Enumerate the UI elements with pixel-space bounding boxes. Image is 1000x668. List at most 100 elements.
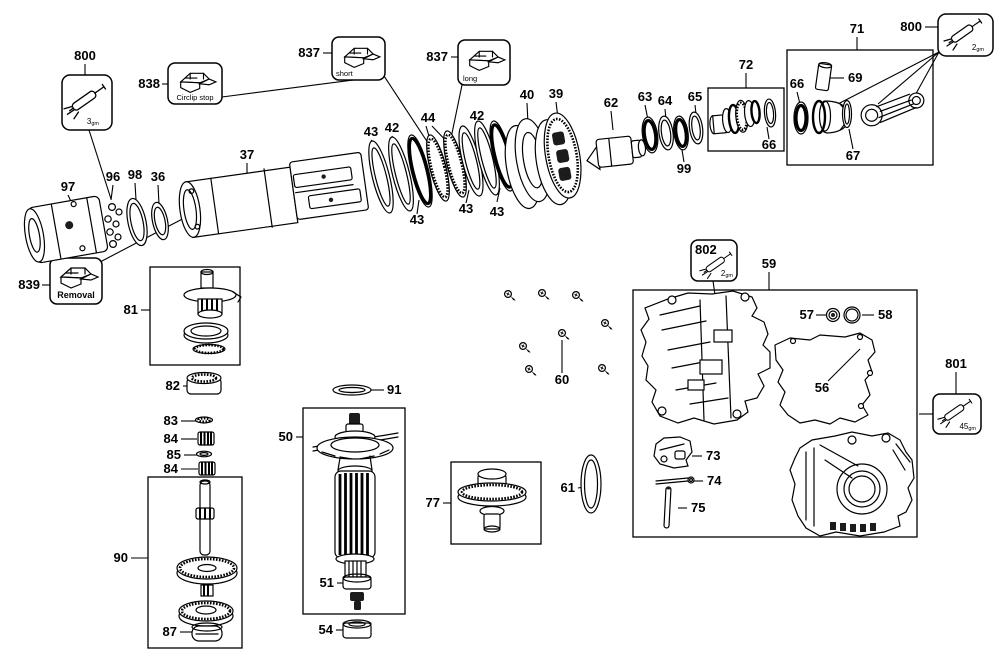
- label-40: 40: [520, 87, 534, 102]
- callout-tool-838: Circlip stop: [167, 62, 223, 105]
- part-gear-77: [457, 468, 527, 533]
- label-71: 71: [850, 21, 864, 36]
- part-chuck-sleeve-97: [23, 195, 109, 264]
- svg-text:3gm: 3gm: [87, 117, 100, 127]
- label-39: 39: [549, 86, 563, 101]
- callout-grease-802: 2gm: [690, 239, 738, 282]
- label-84b: 84: [164, 461, 179, 476]
- label-838: 838: [138, 76, 160, 91]
- part-oring-67: [841, 99, 853, 129]
- label-839: 839: [18, 277, 40, 292]
- label-77: 77: [426, 495, 440, 510]
- part-circlip-44-1: [426, 134, 450, 202]
- part-gear-housing-rear: [789, 431, 915, 537]
- part-ring-36: [151, 201, 169, 241]
- part-gasket-56: [774, 332, 876, 425]
- part-ring-42-1: [388, 136, 414, 212]
- svg-text:Removal: Removal: [57, 290, 95, 300]
- part-bearing-51: [342, 573, 372, 610]
- callout-tool-837-short: short: [331, 36, 386, 81]
- callout-tool-837-long: long: [457, 39, 511, 86]
- callout-grease-801: 45gm: [932, 393, 982, 435]
- part-barrel-37: [178, 152, 369, 239]
- group-box-72: [707, 87, 785, 152]
- svg-text:long: long: [463, 74, 477, 83]
- part-ring-64: [658, 115, 674, 151]
- part-ring-65: [688, 111, 704, 145]
- part-armature-50: [312, 413, 399, 578]
- label-36: 36: [151, 169, 165, 184]
- part-bearing-39: [534, 112, 582, 206]
- group-box-77: [450, 461, 542, 545]
- svg-text:Circlip stop: Circlip stop: [176, 93, 213, 102]
- label-43d: 43: [490, 204, 504, 219]
- label-64: 64: [658, 93, 673, 108]
- label-96: 96: [106, 169, 120, 184]
- label-801: 801: [945, 356, 967, 371]
- label-84a: 84: [164, 431, 179, 446]
- label-65: 65: [688, 89, 702, 104]
- part-grommet-57: [825, 307, 841, 323]
- label-63: 63: [638, 89, 652, 104]
- group-box-81: [149, 266, 241, 366]
- part-connecting-rod: [860, 92, 925, 127]
- label-837-long: 837: [426, 49, 448, 64]
- part-screws-60: [504, 289, 614, 377]
- part-gear-assembly-81: [183, 268, 242, 355]
- label-66a: 66: [762, 137, 776, 152]
- part-ring-98: [126, 197, 148, 247]
- part-washer-83: [194, 416, 214, 424]
- label-85: 85: [167, 447, 181, 462]
- part-oring-66-1: [763, 98, 777, 128]
- part-ring-43-1: [368, 140, 394, 214]
- part-ring-42-2: [474, 120, 500, 196]
- part-bracket-73: [653, 436, 693, 469]
- label-98: 98: [128, 167, 142, 182]
- part-piston-assembly-72: [709, 99, 761, 135]
- part-oring-66-2: [793, 101, 809, 135]
- label-44: 44: [421, 110, 436, 125]
- label-99: 99: [677, 161, 691, 176]
- label-97: 97: [61, 179, 75, 194]
- part-ring-85: [195, 450, 213, 458]
- label-59: 59: [762, 256, 776, 271]
- part-oring-61: [580, 454, 602, 514]
- label-43c: 43: [459, 201, 473, 216]
- label-66b: 66: [790, 76, 804, 91]
- label-43a: 43: [364, 124, 378, 139]
- label-74: 74: [707, 473, 722, 488]
- label-82: 82: [166, 378, 180, 393]
- label-91: 91: [387, 382, 401, 397]
- label-51: 51: [320, 575, 334, 590]
- part-bearing-54: [342, 619, 372, 639]
- part-bearing-87: [191, 622, 223, 642]
- part-striker-62: [586, 135, 647, 171]
- svg-text:short: short: [336, 69, 354, 78]
- part-gear-housing-front: [640, 290, 771, 425]
- label-67: 67: [846, 148, 860, 163]
- callout-grease-800-left: 3gm: [61, 74, 113, 131]
- label-61: 61: [561, 480, 575, 495]
- label-57: 57: [800, 307, 814, 322]
- svg-text:45gm: 45gm: [959, 422, 976, 432]
- svg-text:2gm: 2gm: [721, 269, 734, 279]
- label-802: 802: [695, 242, 717, 257]
- label-54: 54: [319, 622, 334, 637]
- label-42a: 42: [385, 120, 399, 135]
- label-50: 50: [279, 429, 293, 444]
- part-ring-99: [673, 115, 689, 151]
- callout-grease-800-right: 2gm: [937, 13, 994, 57]
- part-oring-91: [332, 384, 372, 396]
- svg-text:2gm: 2gm: [972, 43, 985, 53]
- group-box-90: [147, 476, 243, 649]
- part-spring-84-1: [197, 431, 215, 446]
- part-pin-74: [655, 476, 695, 485]
- part-shaft-gears-90: [176, 479, 238, 627]
- label-72: 72: [739, 57, 753, 72]
- label-62: 62: [604, 95, 618, 110]
- label-83: 83: [164, 413, 178, 428]
- label-800-left: 800: [74, 48, 96, 63]
- label-837-short: 837: [298, 45, 320, 60]
